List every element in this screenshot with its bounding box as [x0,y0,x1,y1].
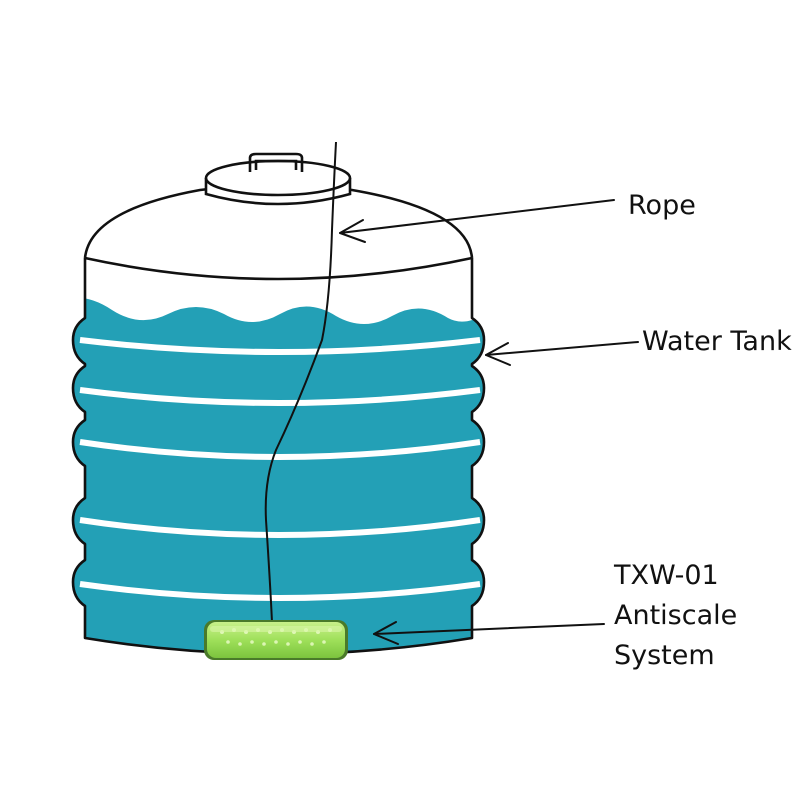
leader-arrows [339,199,639,645]
device-label-line-2: Antiscale [614,600,738,631]
lid-handle [248,152,304,172]
device-arrow [373,621,605,645]
tank-shoulder [84,256,473,281]
water-body [73,297,484,654]
water-tank-label: Water Tank [642,326,792,357]
water-tank-arrow [485,341,639,366]
antiscale-device [204,620,348,660]
tank-ribs [79,337,481,601]
rope-label: Rope [628,190,696,221]
device-label-line-1: TXW-01 [614,560,719,591]
tank-lid [204,152,352,206]
antiscale-system-label: TXW-01 Antiscale System [614,556,737,676]
rope-arrow [339,199,615,243]
rope [264,141,337,623]
device-label-line-3: System [614,640,715,671]
